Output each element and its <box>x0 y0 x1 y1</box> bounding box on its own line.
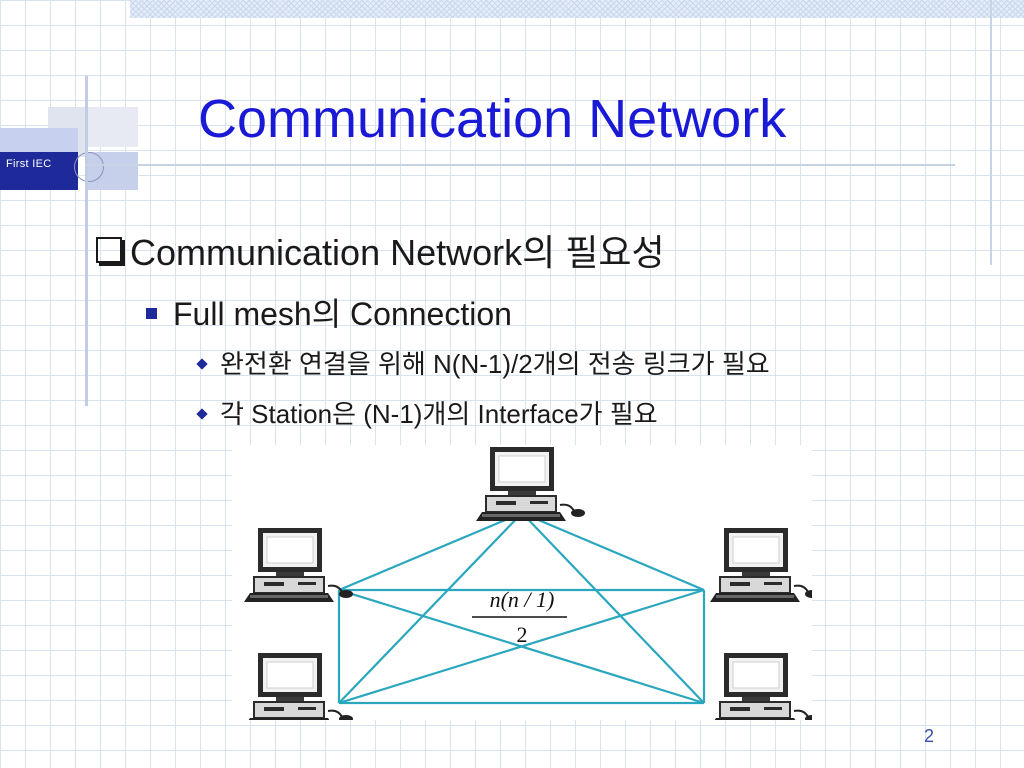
bullet-level-3-text: 완전환 연결을 위해 N(N-1)/2개의 전송 링크가 필요 <box>220 349 770 379</box>
computer-icon <box>709 652 812 720</box>
link-ur-ll <box>338 588 705 705</box>
top-hatched-strip <box>130 0 1024 18</box>
mesh-links <box>337 511 706 705</box>
diamond-bullet-icon <box>196 408 208 420</box>
page-number: 2 <box>924 726 935 746</box>
computer-icon <box>243 652 354 720</box>
bullet-level-3: 각 Station은 (N-1)개의 Interface가 필요 <box>196 394 658 431</box>
right-vertical-rule <box>990 0 992 265</box>
bullet-level-3-text: 각 Station은 (N-1)개의 Interface가 필요 <box>220 399 658 429</box>
link-top-ul <box>338 511 523 592</box>
badge-box <box>0 128 78 190</box>
bullet-level-1-text: Communication Network의 필요성 <box>130 232 665 273</box>
formula-numerator: n(n / 1) <box>490 587 555 612</box>
bullet-level-1: Communication Network의 필요성 <box>96 224 665 276</box>
bullet-level-2: Full mesh의 Connection <box>146 289 512 335</box>
badge-label: First IEC <box>6 158 52 170</box>
slide-title: Communication Network <box>198 89 787 149</box>
formula-denominator: 2 <box>517 622 528 647</box>
computer-icon <box>243 527 354 603</box>
link-top-lr <box>521 512 705 704</box>
link-top-ur <box>521 511 705 592</box>
circle-ornament <box>74 152 104 182</box>
title-underline-rule <box>85 164 955 166</box>
bullet-level-3: 완전환 연결을 위해 N(N-1)/2개의 전송 링크가 필요 <box>196 344 770 381</box>
computer-icon <box>709 527 812 603</box>
decor-square <box>88 107 138 147</box>
left-vertical-rule <box>85 76 88 406</box>
bullet-level-2-text: Full mesh의 Connection <box>173 296 512 332</box>
diamond-bullet-icon <box>196 358 208 370</box>
checkbox-bullet-icon <box>96 237 122 263</box>
computer-icon <box>475 446 586 522</box>
link-top-ll <box>338 512 523 704</box>
full-mesh-diagram: n(n / 1) 2 <box>232 445 812 720</box>
square-bullet-icon <box>146 308 157 319</box>
